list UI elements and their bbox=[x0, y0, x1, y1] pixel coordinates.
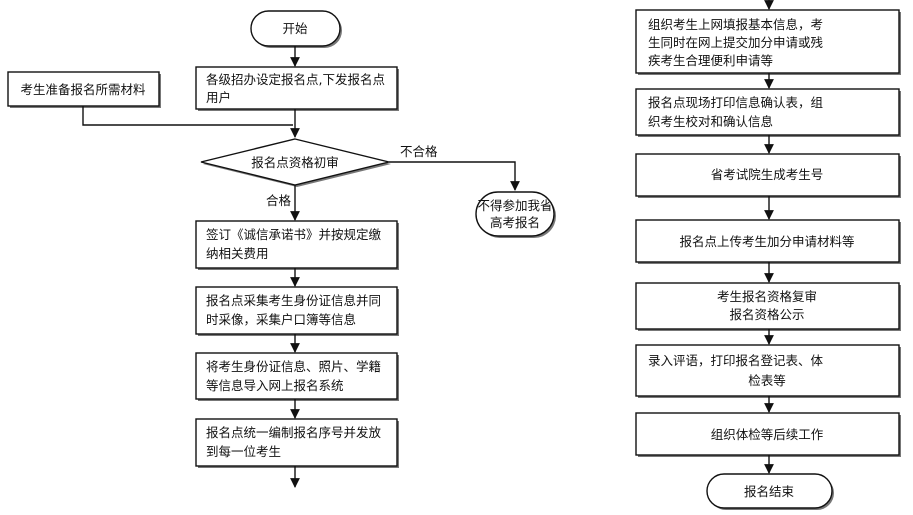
recheck-text-line2: 报名资格公示 bbox=[729, 307, 804, 322]
comments-box: 录入评语，打印报名登记表、体 检表等 bbox=[635, 344, 901, 398]
setup-text-line2: 用户 bbox=[206, 90, 231, 105]
materials-box: 考生准备报名所需材料 bbox=[7, 71, 161, 108]
arrow-fail-branch bbox=[389, 161, 520, 191]
online-box: 组织考生上网填报基本信息，考 生同时在网上提交加分申请或残 疾考生合理便利申请等 bbox=[635, 9, 901, 75]
number-box: 报名点统一编制报名序号并发放 到每一位考生 bbox=[195, 418, 399, 468]
setup-text-line1: 各级招办设定报名点,下发报名点 bbox=[206, 72, 385, 87]
upload-text: 报名点上传考生加分申请材料等 bbox=[679, 234, 854, 249]
confirm-text-line1: 报名点现场打印信息确认表，组 bbox=[648, 95, 823, 110]
pledge-text-line1: 签订《诚信承诺书》并按规定缴 bbox=[206, 227, 382, 242]
physical-text: 组织体检等后续工作 bbox=[711, 427, 824, 442]
import-box: 将考生身份证信息、照片、学籍 等信息导入网上报名系统 bbox=[195, 352, 399, 401]
arrow-materials-to-review bbox=[82, 106, 293, 126]
import-text-line2: 等信息导入网上报名系统 bbox=[206, 378, 344, 393]
start-terminator: 开始 bbox=[250, 10, 342, 48]
pass-label: 合格 bbox=[266, 193, 292, 208]
start-label: 开始 bbox=[282, 21, 308, 36]
confirm-text-line2: 织考生校对和确认信息 bbox=[648, 114, 773, 129]
online-text-line1: 组织考生上网填报基本信息，考 bbox=[648, 17, 823, 32]
pledge-box: 签订《诚信承诺书》并按规定缴 纳相关费用 bbox=[195, 220, 399, 270]
collect-box: 报名点采集考生身份证信息并同 时采像，采集户口簿等信息 bbox=[195, 286, 399, 336]
physical-box: 组织体检等后续工作 bbox=[635, 412, 901, 457]
fail-label: 不合格 bbox=[400, 144, 438, 159]
review-label: 报名点资格初审 bbox=[251, 155, 339, 170]
setup-box: 各级招办设定报名点,下发报名点 用户 bbox=[195, 66, 399, 111]
rejected-terminator: 不得参加我省 高考报名 bbox=[475, 191, 556, 238]
rejected-text-line1: 不得参加我省 bbox=[477, 198, 552, 213]
import-text-line1: 将考生身份证信息、照片、学籍 bbox=[206, 359, 381, 374]
collect-text-line1: 报名点采集考生身份证信息并同 bbox=[206, 293, 381, 308]
comments-text-line2: 检表等 bbox=[748, 373, 786, 388]
upload-box: 报名点上传考生加分申请材料等 bbox=[635, 219, 901, 264]
recheck-text-line1: 考生报名资格复审 bbox=[717, 289, 817, 304]
confirm-box: 报名点现场打印信息确认表，组 织考生校对和确认信息 bbox=[635, 88, 901, 137]
number-text-line2: 到每一位考生 bbox=[206, 444, 281, 459]
online-text-line2: 生同时在网上提交加分申请或残 bbox=[648, 35, 824, 50]
recheck-box: 考生报名资格复审 报名资格公示 bbox=[635, 282, 901, 331]
comments-text-line1: 录入评语，打印报名登记表、体 bbox=[648, 353, 824, 368]
end-terminator: 报名结束 bbox=[706, 473, 834, 510]
end-label: 报名结束 bbox=[744, 484, 795, 499]
number-text-line1: 报名点统一编制报名序号并发放 bbox=[206, 425, 382, 440]
review-decision: 报名点资格初审 bbox=[200, 138, 391, 187]
online-text-line3: 疾考生合理便利申请等 bbox=[648, 53, 773, 68]
rejected-text-line2: 高考报名 bbox=[490, 215, 540, 230]
pledge-text-line2: 纳相关费用 bbox=[206, 246, 269, 261]
collect-text-line2: 时采像，采集户口簿等信息 bbox=[206, 312, 356, 327]
materials-text: 考生准备报名所需材料 bbox=[20, 82, 146, 97]
exam-number-box: 省考试院生成考生号 bbox=[635, 153, 901, 198]
exam-number-text: 省考试院生成考生号 bbox=[711, 167, 824, 182]
